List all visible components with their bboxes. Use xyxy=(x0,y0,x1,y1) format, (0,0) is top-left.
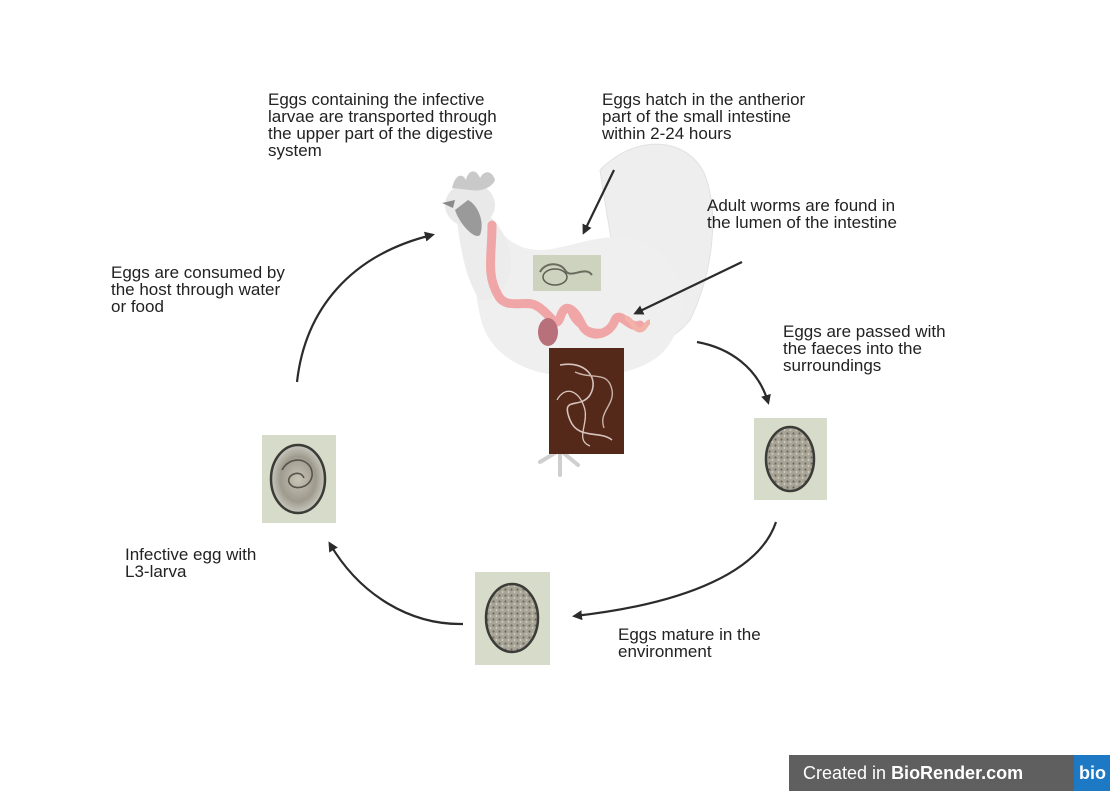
label-infective-egg: Infective egg with L3-larva xyxy=(125,546,256,580)
egg-photo-mature xyxy=(475,572,550,665)
arrow-consumed-to-host xyxy=(297,235,432,382)
label-adult-worms: Adult worms are found in the lumen of th… xyxy=(707,197,897,231)
label-hatch: Eggs hatch in the antherior part of the … xyxy=(602,91,805,142)
arrow-faeces-out xyxy=(697,342,768,402)
egg-photo-faeces xyxy=(754,418,827,500)
biorender-logo: bio xyxy=(1074,755,1110,791)
label-consumed: Eggs are consumed by the host through wa… xyxy=(111,264,285,315)
label-passed: Eggs are passed with the faeces into the… xyxy=(783,323,946,374)
adult-worm-photo xyxy=(549,348,624,454)
label-transport: Eggs containing the infective larvae are… xyxy=(268,91,497,159)
credit-text: Created in BioRender.com xyxy=(803,755,1023,791)
biorender-credit[interactable]: Created in BioRender.com bio xyxy=(789,755,1110,791)
arrow-infective xyxy=(330,544,463,624)
egg-photo-infective xyxy=(262,435,336,523)
arrow-mature xyxy=(575,522,776,616)
label-mature: Eggs mature in the environment xyxy=(618,626,761,660)
hatching-egg-photo xyxy=(533,255,601,291)
